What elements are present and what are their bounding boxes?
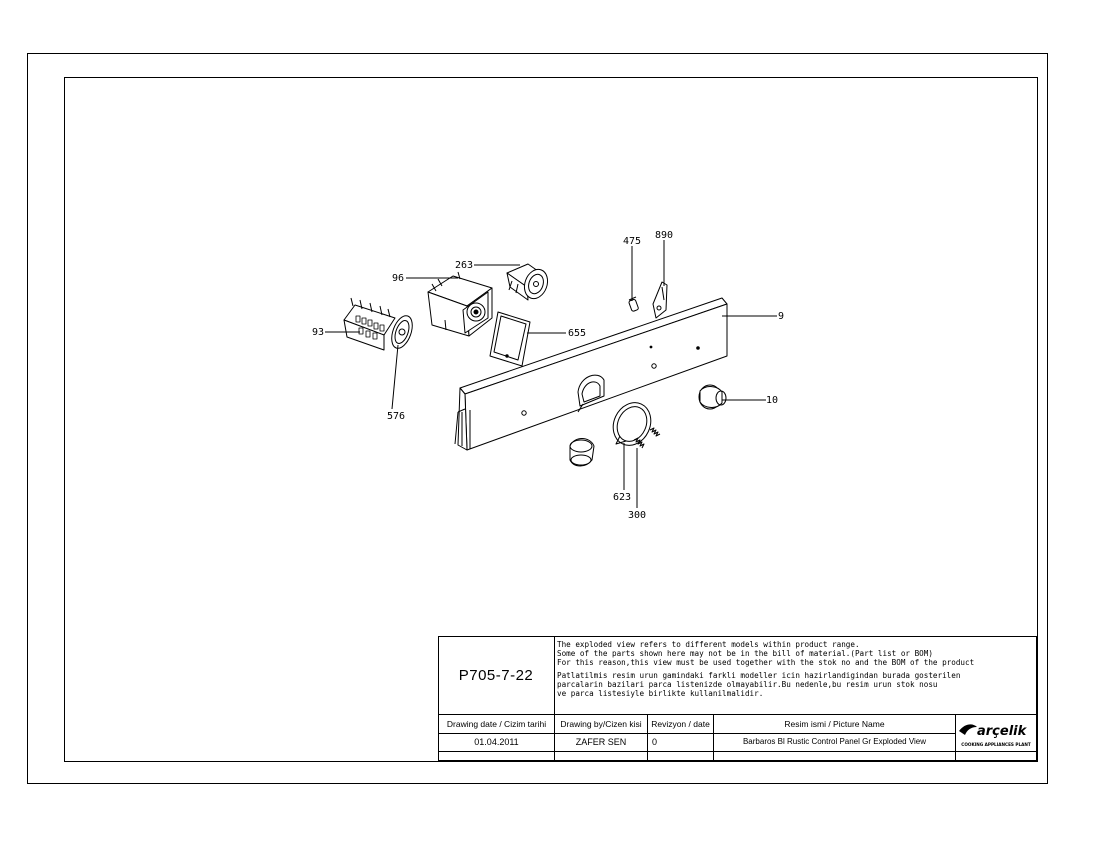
value-drawn-by: ZAFER SEN	[575, 736, 627, 747]
header-drawing-date: Drawing date / Cizim tarihi	[446, 718, 547, 729]
callout-263: 263	[455, 260, 473, 271]
callout-300: 300	[628, 510, 646, 521]
note-en-3: For this reason,this view must be used t…	[557, 657, 975, 668]
arcelik-logo: arçelik COOKING APPLIANCES PLANT	[955, 715, 1038, 751]
callout-623: 623	[613, 492, 631, 503]
part-475-lamp	[628, 296, 639, 312]
header-picture-name: Resim ismi / Picture Name	[784, 718, 885, 729]
value-revision: 0	[652, 736, 658, 747]
outer-border	[27, 53, 1048, 784]
part-263-timer	[506, 263, 549, 301]
logo-tagline: COOKING APPLIANCES PLANT	[961, 742, 1031, 747]
callout-93: 93	[312, 327, 324, 338]
logo-swoosh-icon	[959, 724, 977, 735]
callout-96: 96	[392, 273, 404, 284]
part-890-bracket	[652, 281, 668, 319]
inner-border	[64, 77, 1038, 762]
note-tr-2: parcalarin bazilari parca listenizde olm…	[557, 678, 938, 689]
notes: The exploded view refers to different mo…	[557, 640, 1002, 698]
control-panel	[454, 297, 728, 451]
drawing-code: P705-7-22	[458, 666, 534, 684]
callout-655: 655	[568, 328, 586, 339]
logo-brand: arçelik	[977, 724, 1028, 739]
note-tr-3: ve parca listesiyle birlikte kullanilmal…	[557, 688, 764, 699]
leader-lines	[325, 240, 777, 508]
callout-475: 475	[623, 236, 641, 247]
part-93-selector-switch	[343, 297, 413, 351]
knob-left	[569, 438, 595, 467]
part-300-spring	[633, 427, 661, 449]
part-96-switch-block	[427, 271, 493, 337]
part-623-ring	[612, 402, 652, 446]
note-en-1: The exploded view refers to different mo…	[557, 640, 860, 649]
callout-576: 576	[387, 411, 405, 422]
callout-10: 10	[766, 395, 778, 406]
callout-labels: 475 890 263 96 93 655 9 576 10 623 300	[312, 230, 784, 521]
part-10-knob	[698, 384, 727, 410]
header-revision: Revizyon / date	[651, 718, 710, 729]
note-en-2: Some of the parts shown here may not be …	[557, 648, 933, 659]
value-picture-name: Barbaros Bl Rustic Control Panel Gr Expl…	[742, 737, 927, 746]
value-drawing-date: 01.04.2011	[474, 736, 519, 747]
part-655-display-frame	[489, 311, 531, 367]
callout-9: 9	[778, 311, 784, 322]
callout-890: 890	[655, 230, 673, 241]
title-block: P705-7-22 The exploded view refers to di…	[438, 636, 1038, 762]
header-drawn-by: Drawing by/Cizen kisi	[560, 718, 642, 729]
note-tr-1: Patlatilmis resim urun gamindaki farkli …	[557, 669, 961, 680]
